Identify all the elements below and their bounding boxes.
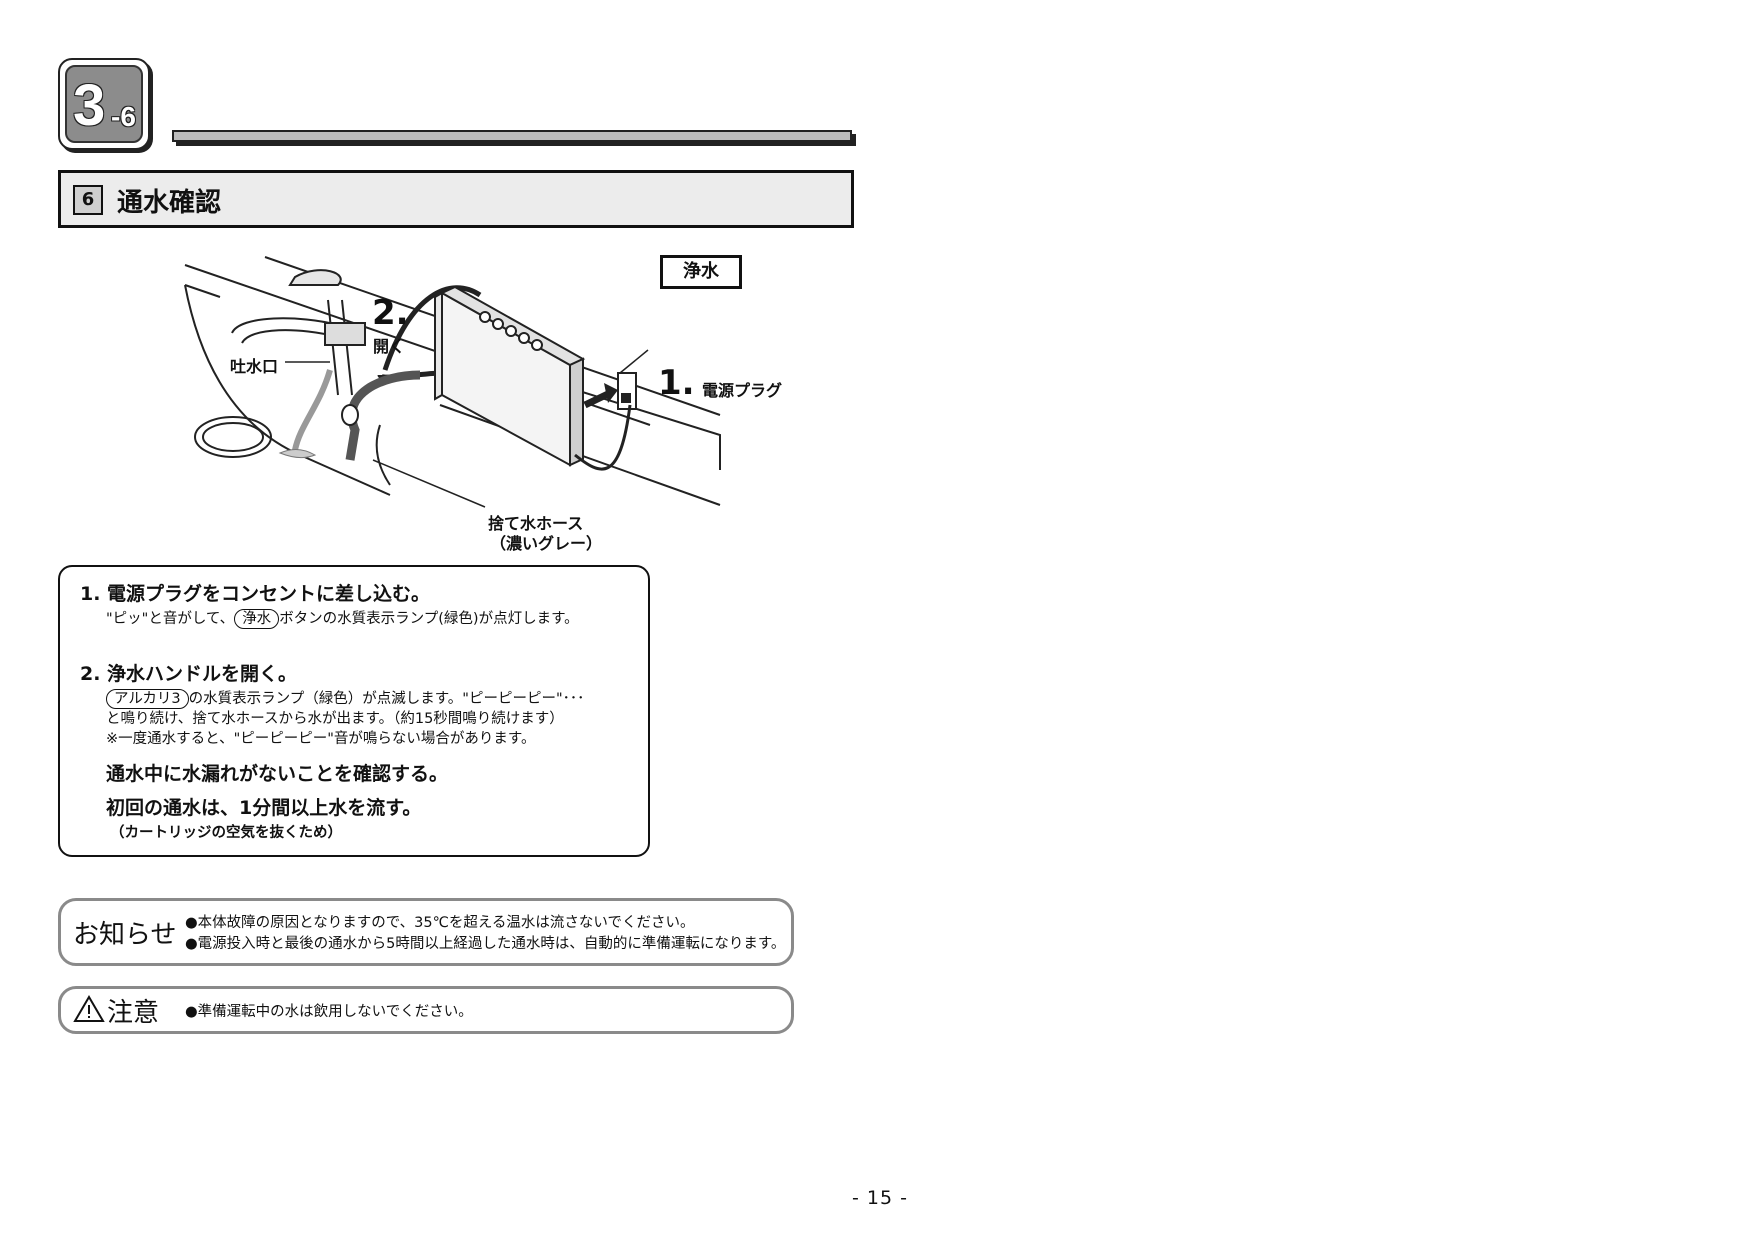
power-plug-label: 電源プラグ (702, 381, 783, 400)
step2-title: 2. 浄水ハンドルを開く。 (80, 663, 298, 685)
open-label: 開く (373, 337, 406, 356)
alkali3-button-label: アルカリ3 (106, 689, 189, 709)
page-number: - 15 - (852, 1187, 908, 1209)
leak-check-note: 通水中に水漏れがないことを確認する。 (106, 763, 449, 785)
section-number-icon: 6 (73, 185, 103, 215)
step1-title: 1. 電源プラグをコンセントに差し込む。 (80, 583, 431, 605)
first-flow-note: 初回の通水は、1分間以上水を流す。 (106, 797, 422, 819)
first-flow-reason: （カートリッジの空気を抜くため） (110, 825, 342, 841)
spout-label: 吐水口 (230, 357, 279, 376)
caution-box: 注意 ●準備運転中の水は飲用しないでください。 (58, 986, 794, 1034)
step2-line3: ※一度通水すると、"ピーピーピー"音が鳴らない場合があります。 (106, 731, 536, 747)
chapter-badge: 3 -6 (58, 58, 150, 150)
illustration-drawing (184, 256, 721, 508)
water-callout: 浄水 (660, 255, 742, 289)
installation-illustration: 浄水 2. 開く 吐水口 1. 電源プラグ 捨て水ホース （濃いグレー） (180, 255, 800, 555)
notice-item: ●本体故障の原因となりますので、35℃を超える温水は流さないでください。 (185, 915, 695, 931)
step2-line1-after: の水質表示ランプ（緑色）が点滅します。"ピーピーピー"･･･ (188, 691, 585, 707)
drain-hose-color-note: （濃いグレー） (490, 534, 603, 553)
chapter-subnumber: -6 (111, 101, 136, 132)
step1-text-before: "ピッ"と音がして、 (106, 611, 235, 627)
step1-marker: 1. (658, 363, 695, 403)
chapter-rule (172, 130, 852, 142)
drain-hose-label: 捨て水ホース (488, 514, 584, 533)
step1-text: "ピッ"と音がして、浄水ボタンの水質表示ランプ(緑色)が点灯します。 (106, 607, 579, 629)
section-heading: 6 通水確認 (58, 170, 854, 228)
notice-item: ●電源投入時と最後の通水から5時間以上経過した通水時は、自動的に準備運転になりま… (185, 936, 786, 952)
notice-box: お知らせ ●本体故障の原因となりますので、35℃を超える温水は流さないでください… (58, 898, 794, 966)
step2-line2: と鳴り続け、捨て水ホースから水が出ます。（約15秒間鳴り続けます） (106, 711, 564, 727)
caution-label: 注意 (107, 998, 160, 1028)
notice-label: お知らせ (73, 920, 177, 950)
water-button-label: 浄水 (234, 609, 280, 629)
step1-text-after: ボタンの水質表示ランプ(緑色)が点灯します。 (279, 611, 579, 627)
instruction-box: 1. 電源プラグをコンセントに差し込む。 "ピッ"と音がして、浄水ボタンの水質表… (58, 565, 650, 857)
chapter-number: 3 (73, 73, 106, 138)
caution-item: ●準備運転中の水は飲用しないでください。 (185, 1004, 473, 1020)
section-title: 通水確認 (117, 188, 222, 218)
step2-marker: 2. (372, 293, 409, 333)
chapter-badge-inner: 3 -6 (65, 65, 143, 143)
warning-icon (73, 995, 105, 1022)
